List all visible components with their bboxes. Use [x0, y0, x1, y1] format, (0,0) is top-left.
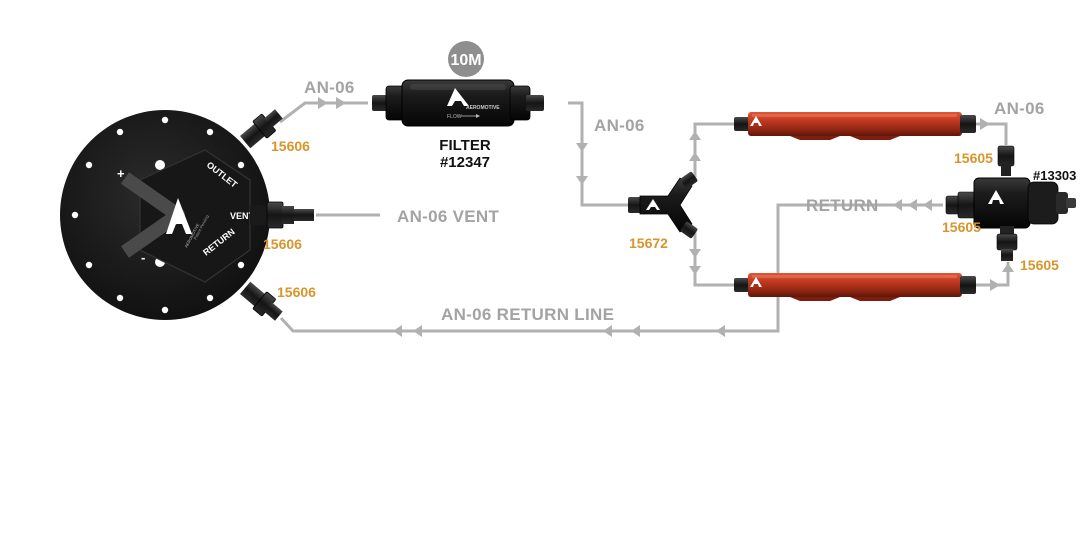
plate-bolt-holes [71, 116, 259, 314]
line-regulator-return [279, 203, 943, 333]
flow-arrow [923, 199, 932, 211]
filter-title: FILTER [439, 137, 491, 154]
vent-fitting-part-number: 15606 [263, 236, 302, 252]
pump-to-filter-line-label: AN-06 [304, 78, 355, 97]
flow-arrow [716, 325, 725, 337]
filter-to-y-line-label: AN-06 [594, 116, 645, 135]
flow-arrow [1002, 263, 1014, 272]
flow-arrow [908, 199, 917, 211]
outlet-fitting [240, 109, 283, 149]
micron-badge-label: 10M [450, 52, 481, 69]
regulator-return-fitting-part-number: 15605 [942, 219, 981, 235]
regulator-return-line-label: RETURN [806, 196, 879, 215]
filter-logo-icon [447, 88, 469, 106]
flow-arrow [603, 325, 612, 337]
regulator-part-number: #13303 [1033, 168, 1076, 183]
flow-arrow [990, 279, 1000, 291]
y-block-logo-icon [646, 199, 660, 210]
vent-fitting [250, 201, 314, 229]
return-line-label: AN-06 RETURN LINE [441, 305, 614, 324]
return-fitting-part-number: 15606 [277, 284, 316, 300]
flow-arrow [893, 199, 902, 211]
filter-flow-label: FLOW [447, 114, 462, 120]
flow-arrow [689, 131, 701, 140]
rail-top-fitting-part-number: 15605 [954, 150, 993, 166]
flow-arrows [318, 97, 1014, 337]
plate-port [155, 160, 165, 170]
regulator-logo-icon [988, 190, 1004, 204]
flow-arrow [413, 325, 422, 337]
flow-arrow [393, 325, 402, 337]
fuel-rail-top [734, 112, 976, 140]
flow-arrow [631, 325, 640, 337]
outlet-fitting-part-number: 15606 [271, 138, 310, 154]
fuel-rail-bottom [734, 273, 976, 301]
flow-arrow [980, 118, 990, 130]
line-pump-to-filter [279, 101, 368, 124]
fuel-filter: AEROMOTIVE FLOW [372, 79, 544, 127]
flow-arrow [576, 176, 588, 185]
fuel-pressure-regulator [945, 145, 1076, 261]
brand-logo-icon [166, 198, 192, 234]
flow-arrow [689, 152, 701, 161]
vent-line-label: AN-06 VENT [397, 207, 500, 226]
line-y-to-top-rail [693, 122, 734, 180]
micron-badge: 10M [448, 41, 484, 77]
flow-arrow [318, 97, 328, 109]
flow-arrow [689, 266, 701, 275]
filter-part-number: #12347 [440, 154, 490, 171]
vent-port-label: VENT [230, 211, 255, 221]
return-fitting [240, 281, 283, 321]
rail-logo-icon [750, 277, 762, 287]
svg-text:AEROMOTIVE: AEROMOTIVE [466, 105, 500, 111]
flow-arrow [689, 249, 701, 258]
plus-terminal-label: + [117, 166, 125, 181]
fuel-pump-hanger: AEROMOTIVE Patent Pending + - OUTLET VEN… [60, 110, 270, 320]
rail-to-regulator-line-label: AN-06 [994, 99, 1045, 118]
y-block-part-number: 15672 [629, 235, 668, 251]
rail-bottom-fitting-part-number: 15605 [1020, 257, 1059, 273]
line-top-rail-to-regulator [975, 122, 1008, 145]
flow-arrow [576, 143, 588, 152]
rail-logo-icon [750, 116, 762, 126]
flow-arrow [336, 97, 346, 109]
line-filter-to-y [568, 101, 628, 207]
y-block [628, 171, 698, 239]
line-y-to-bottom-rail [693, 228, 734, 287]
minus-terminal-label: - [141, 250, 145, 265]
